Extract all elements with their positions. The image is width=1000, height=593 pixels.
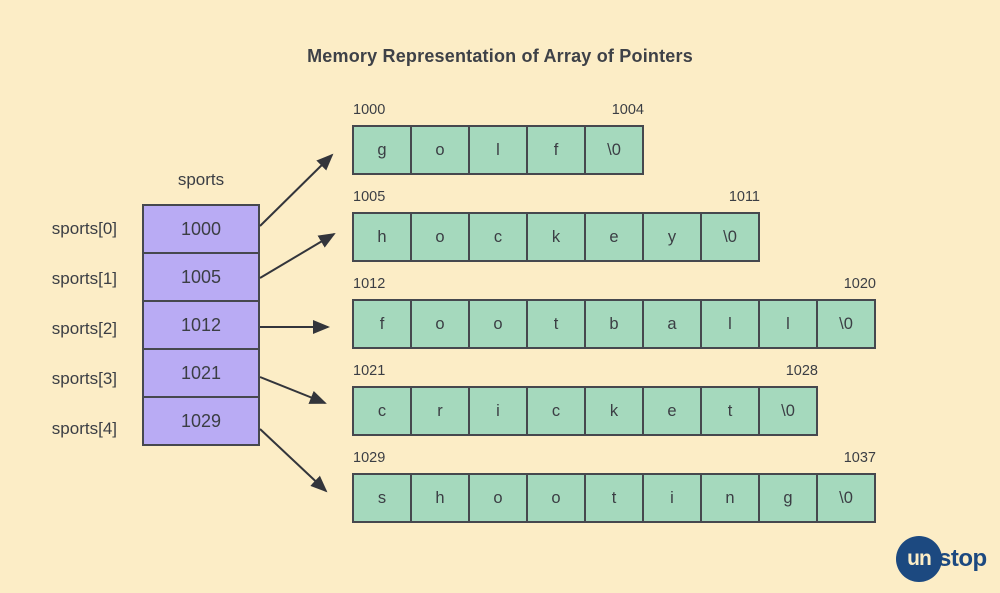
- arrow-to-cricket: [259, 376, 327, 404]
- pointer-row-label-4: sports[4]: [51, 419, 117, 438]
- string-array-golf: 1000 1004 g o l f \0: [352, 102, 644, 175]
- char-cell: f: [526, 125, 586, 175]
- char-cell: r: [410, 386, 470, 436]
- end-address: 1028: [785, 363, 818, 379]
- char-cell: e: [584, 212, 644, 262]
- char-cell: b: [584, 299, 644, 349]
- start-address: 1012: [353, 276, 386, 292]
- char-cell: h: [410, 473, 470, 523]
- pointer-row-label-3: sports[3]: [51, 369, 117, 388]
- pointer-row-label-0: sports[0]: [51, 219, 117, 238]
- diagram-title: Memory Representation of Array of Pointe…: [307, 46, 693, 66]
- start-address: 1029: [353, 450, 386, 466]
- char-cell: \0: [758, 386, 818, 436]
- end-address: 1004: [611, 102, 644, 118]
- end-address: 1037: [843, 450, 876, 466]
- char-cell: \0: [584, 125, 644, 175]
- pointer-array-name: sports: [177, 170, 225, 189]
- string-array-cricket: 1021 1028 c r i c k e t \0: [352, 363, 818, 436]
- char-cell: c: [468, 212, 528, 262]
- end-address: 1011: [728, 189, 760, 205]
- char-cell: n: [700, 473, 760, 523]
- unstop-logo: un stop: [896, 536, 987, 582]
- char-cell: c: [352, 386, 412, 436]
- char-cell: l: [758, 299, 818, 349]
- char-cell: o: [526, 473, 586, 523]
- pointer-row-label-1: sports[1]: [51, 269, 117, 288]
- char-cell: i: [642, 473, 702, 523]
- pointer-row-label-2: sports[2]: [51, 319, 117, 338]
- char-cell: g: [758, 473, 818, 523]
- arrow-to-hockey: [259, 232, 336, 279]
- arrow-to-golf: [259, 153, 334, 227]
- char-cell: o: [410, 212, 470, 262]
- char-cell: k: [584, 386, 644, 436]
- char-cell: \0: [816, 299, 876, 349]
- char-cell: h: [352, 212, 412, 262]
- char-cell: l: [700, 299, 760, 349]
- char-cell: \0: [700, 212, 760, 262]
- char-cell: c: [526, 386, 586, 436]
- char-cell: g: [352, 125, 412, 175]
- start-address: 1021: [353, 363, 386, 379]
- char-cell: t: [700, 386, 760, 436]
- end-address: 1020: [843, 276, 876, 292]
- string-array-football: 1012 1020 f o o t b a l l \0: [352, 276, 876, 349]
- arrow-to-shooting: [259, 428, 328, 493]
- char-cell: o: [410, 299, 470, 349]
- pointer-array: 1000 1005 1012 1021 1029: [142, 204, 260, 446]
- char-cell: l: [468, 125, 528, 175]
- pointer-cell-3: 1021: [142, 348, 260, 398]
- char-cell: k: [526, 212, 586, 262]
- char-cell: o: [468, 299, 528, 349]
- char-cell: s: [352, 473, 412, 523]
- string-array-shooting: 1029 1037 s h o o t i n g \0: [352, 450, 876, 523]
- string-array-hockey: 1005 1011 h o c k e y \0: [352, 189, 760, 262]
- char-cell: i: [468, 386, 528, 436]
- pointer-cell-1: 1005: [142, 252, 260, 302]
- char-cell: f: [352, 299, 412, 349]
- char-cell: \0: [816, 473, 876, 523]
- start-address: 1005: [353, 189, 386, 205]
- char-cell: o: [410, 125, 470, 175]
- pointer-cell-4: 1029: [142, 396, 260, 446]
- start-address: 1000: [353, 102, 386, 118]
- pointer-cell-2: 1012: [142, 300, 260, 350]
- pointer-cell-0: 1000: [142, 204, 260, 254]
- char-cell: y: [642, 212, 702, 262]
- unstop-logo-text: stop: [938, 545, 987, 572]
- char-cell: o: [468, 473, 528, 523]
- char-cell: e: [642, 386, 702, 436]
- char-cell: a: [642, 299, 702, 349]
- char-cell: t: [526, 299, 586, 349]
- char-cell: t: [584, 473, 644, 523]
- unstop-logo-circle: un: [896, 536, 942, 582]
